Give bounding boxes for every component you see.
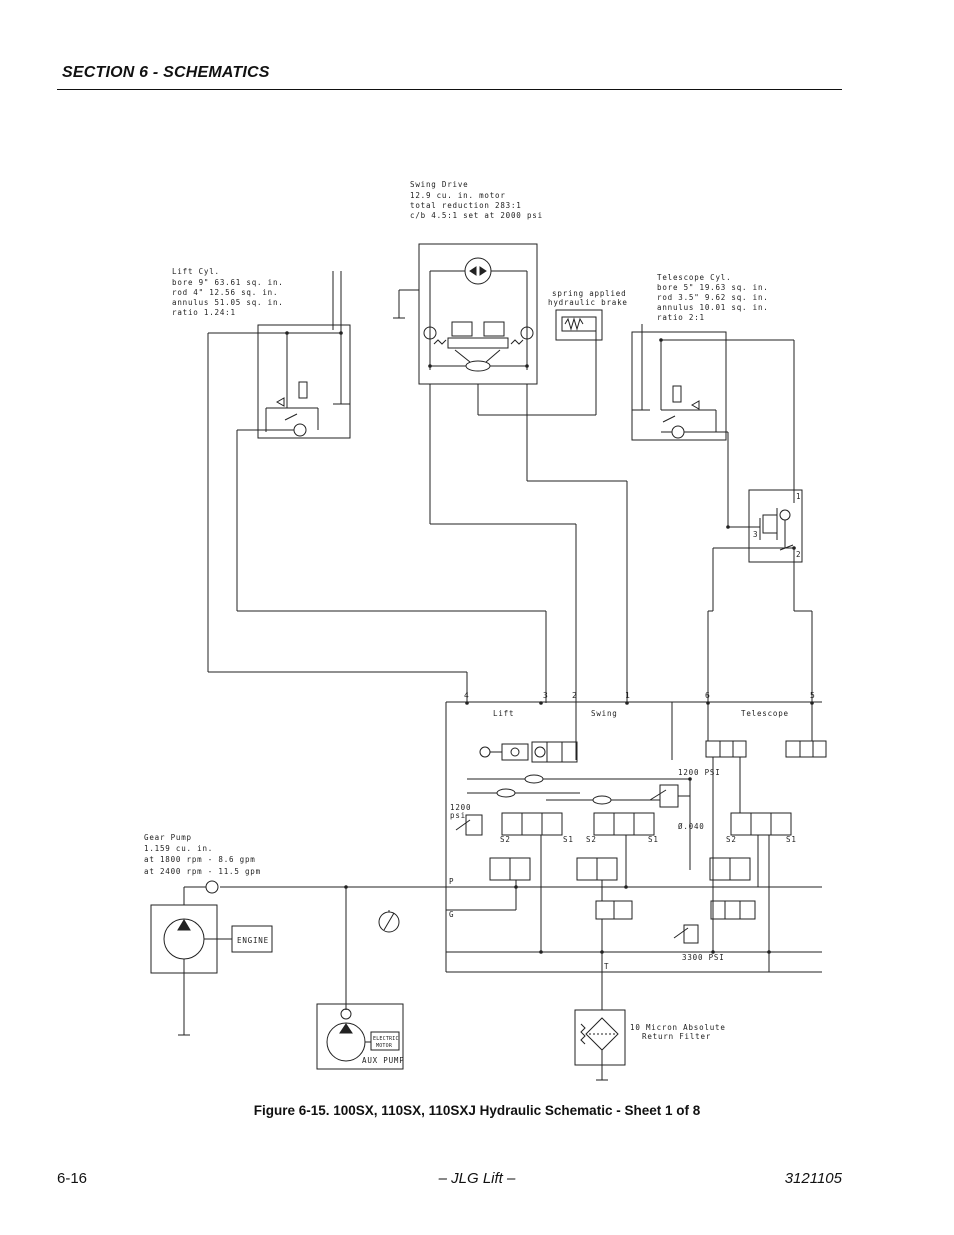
port-number-5: 5: [810, 691, 815, 700]
page-number: 6-16: [57, 1170, 88, 1187]
swing-drive-label-2: 12.9 cu. in. motor: [410, 191, 506, 200]
relief-1200-left-2: psi: [450, 811, 466, 820]
brake-box: [555, 309, 603, 341]
solenoid-s1-swing: S1: [648, 835, 659, 844]
gear-pump-label-3: at 1800 rpm - 8.6 gpm: [144, 855, 256, 864]
relief-3300-label: 3300 PSI: [682, 953, 725, 962]
swing-drive-label-4: c/b 4.5:1 set at 2000 psi: [410, 211, 543, 220]
figure-caption: Figure 6-15. 100SX, 110SX, 110SXJ Hydrau…: [253, 1103, 701, 1118]
swing-section-label: Swing: [591, 709, 618, 718]
solenoid-s2-telescope: S2: [726, 835, 737, 844]
solenoid-s1-telescope: S1: [786, 835, 797, 844]
gear-pump-label-4: at 2400 rpm - 11.5 gpm: [144, 867, 261, 876]
telescope-cyl-label-5: ratio 2:1: [657, 313, 705, 322]
section-title: SECTION 6 - SCHEMATICS: [62, 64, 270, 81]
port-number-3: 3: [543, 691, 548, 700]
lift-cyl-label-1: Lift Cyl.: [172, 267, 220, 276]
telescope-section-label: Telescope: [741, 709, 789, 718]
shuttle-valve: [465, 360, 491, 372]
solenoid-s2-swing: S2: [586, 835, 597, 844]
port-t-label: T: [604, 962, 609, 971]
lift-cyl-label-2: bore 9" 63.61 sq. in.: [172, 278, 284, 287]
lift-cyl-label-3: rod 4" 12.56 sq. in.: [172, 288, 278, 297]
header-rule: [57, 89, 842, 90]
brake-label-1: spring applied: [552, 289, 626, 298]
port-number-2: 2: [572, 691, 577, 700]
solenoid-s1-lift: S1: [563, 835, 574, 844]
gear-pump-label-1: Gear Pump: [144, 833, 192, 842]
lift-cyl-label-5: ratio 1.24:1: [172, 308, 236, 317]
port-p-label: P: [449, 877, 454, 886]
lift-cylinder-box: [257, 324, 351, 439]
counterbalance-box: [748, 489, 803, 563]
telescope-cylinder-box: [631, 331, 727, 441]
port-number-4: 4: [464, 691, 469, 700]
aux-pump-label: AUX PUMP: [362, 1056, 405, 1065]
telescope-spool: [730, 812, 792, 836]
cb-port-1: 1: [796, 492, 801, 501]
port-number-1: 1: [625, 691, 630, 700]
electric-motor-label-1: ELECTRIC: [373, 1036, 399, 1042]
lift-spool: [501, 812, 563, 836]
lift-section-label: Lift: [493, 709, 514, 718]
engine-label: ENGINE: [237, 936, 269, 945]
filter-label-2: Return Filter: [642, 1032, 711, 1041]
swing-spool: [593, 812, 655, 836]
lift-cyl-label-4: annulus 51.05 sq. in.: [172, 298, 284, 307]
telescope-cyl-label-1: Telescope Cyl.: [657, 273, 731, 282]
relief-1200-label: 1200 PSI: [678, 768, 721, 777]
gear-pump-label-2: 1.159 cu. in.: [144, 844, 213, 853]
cb-port-3: 3: [753, 530, 758, 539]
telescope-cyl-label-3: rod 3.5" 9.62 sq. in.: [657, 293, 769, 302]
electric-motor-box: [370, 1031, 400, 1051]
electric-motor-label-2: MOTOR: [376, 1043, 393, 1049]
footer-publisher: – JLG Lift –: [438, 1170, 516, 1187]
document-number: 3121105: [784, 1170, 842, 1187]
engine-box: [231, 925, 273, 953]
swing-drive-label-1: Swing Drive: [410, 180, 468, 189]
aux-pump-box: [316, 1003, 404, 1070]
port-number-6: 6: [705, 691, 710, 700]
telescope-cyl-label-2: bore 5" 19.63 sq. in.: [657, 283, 769, 292]
telescope-cyl-label-4: annulus 10.01 sq. in.: [657, 303, 769, 312]
swing-motor-symbol: [464, 257, 492, 285]
port-g-label: G: [449, 910, 454, 919]
solenoid-s2-lift: S2: [500, 835, 511, 844]
swing-drive-box: [418, 243, 538, 385]
orifice-label: Ø.040: [678, 822, 705, 831]
brake-label-2: hydraulic brake: [548, 298, 628, 307]
relief-1200-left-1: 1200: [450, 803, 471, 812]
filter-label-1: 10 Micron Absolute: [630, 1023, 726, 1032]
swing-drive-label-3: total reduction 283:1: [410, 201, 522, 210]
return-filter-box: [574, 1009, 626, 1066]
cb-port-2: 2: [796, 550, 801, 559]
